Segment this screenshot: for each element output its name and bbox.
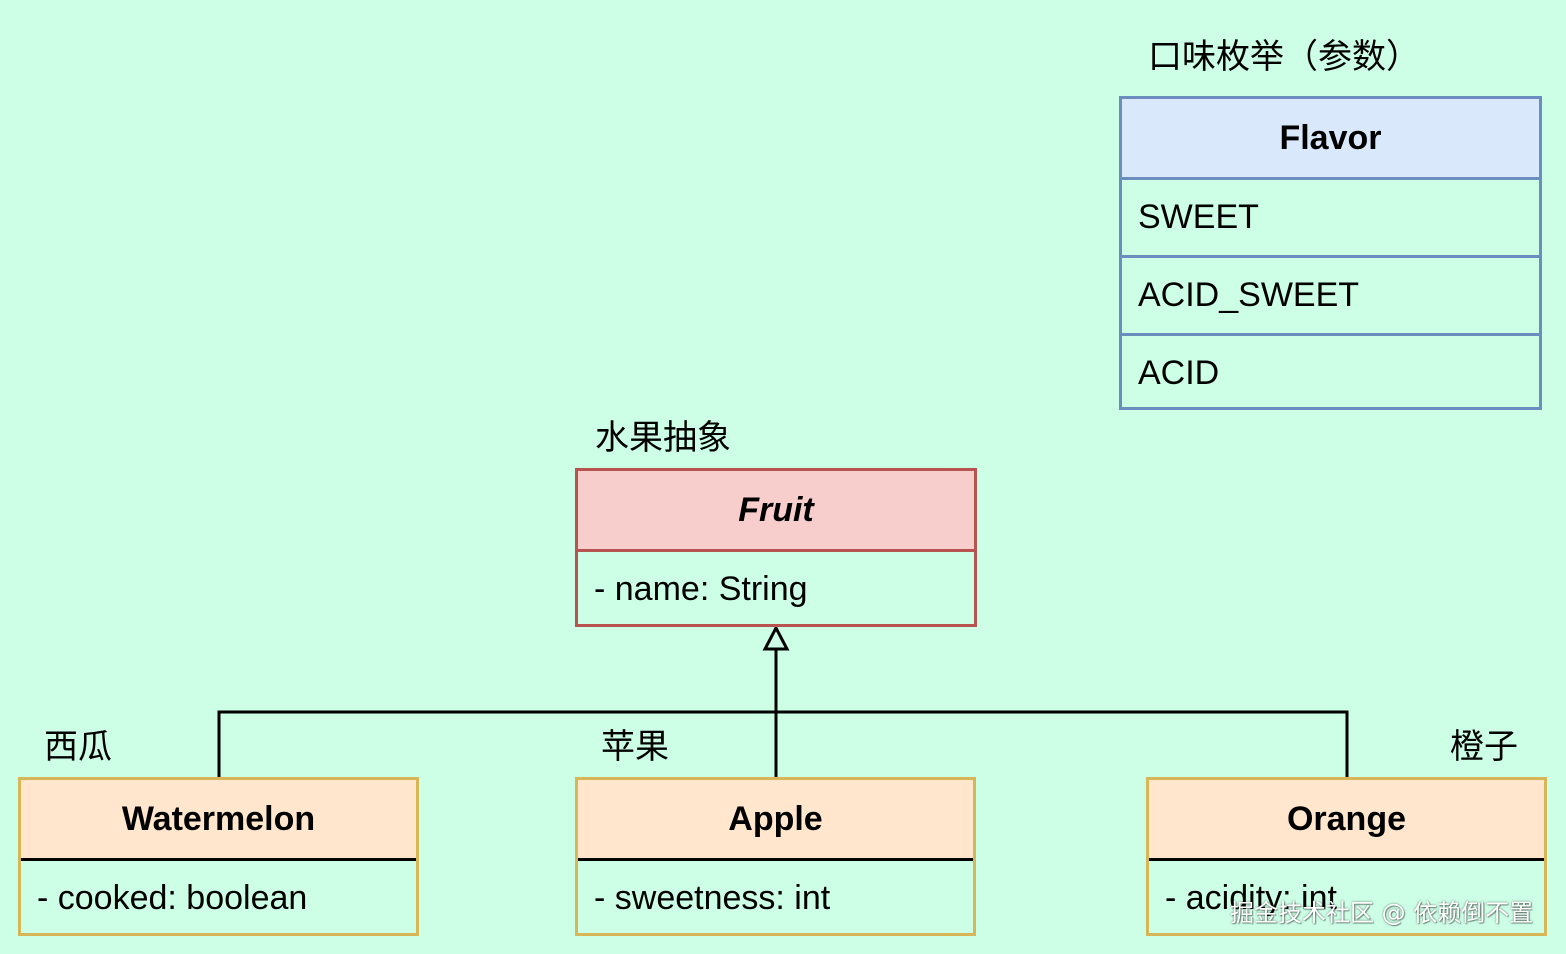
generalization-arrowhead [762,624,790,651]
apple-caption: 苹果 [601,727,669,767]
orange-class-box[interactable]: Orange - acidity: int [1146,777,1547,936]
fruit-class-title: Fruit [578,471,974,549]
fruit-class-box[interactable]: Fruit - name: String [575,468,977,627]
fruit-caption: 水果抽象 [595,418,731,458]
apple-class-title: Apple [578,780,973,858]
watermelon-class-box[interactable]: Watermelon - cooked: boolean [18,777,419,936]
flavor-enum-box[interactable]: Flavor SWEET ACID_SWEET ACID [1119,96,1542,410]
flavor-enum-title: Flavor [1122,99,1539,177]
orange-class-title: Orange [1149,780,1544,858]
enum-value-sweet: SWEET [1122,177,1539,255]
connector-orange-to-fruit [776,710,1349,777]
fruit-field-name: - name: String [578,549,974,627]
watermelon-caption: 西瓜 [44,727,112,767]
apple-class-box[interactable]: Apple - sweetness: int [575,777,976,936]
enum-value-acid-sweet: ACID_SWEET [1122,255,1539,333]
apple-field-sweetness: - sweetness: int [578,858,973,936]
flavor-caption: 口味枚举（参数） [1148,37,1420,77]
orange-field-acidity: - acidity: int [1149,858,1544,936]
connector-watermelon-to-fruit [217,710,776,777]
watermelon-class-title: Watermelon [21,780,416,858]
watermelon-field-cooked: - cooked: boolean [21,858,416,936]
watermark-text: 掘金技术社区 @ 依赖倒不置 [1230,899,1534,927]
orange-caption: 橙子 [1450,727,1518,767]
enum-value-acid: ACID [1122,333,1539,411]
